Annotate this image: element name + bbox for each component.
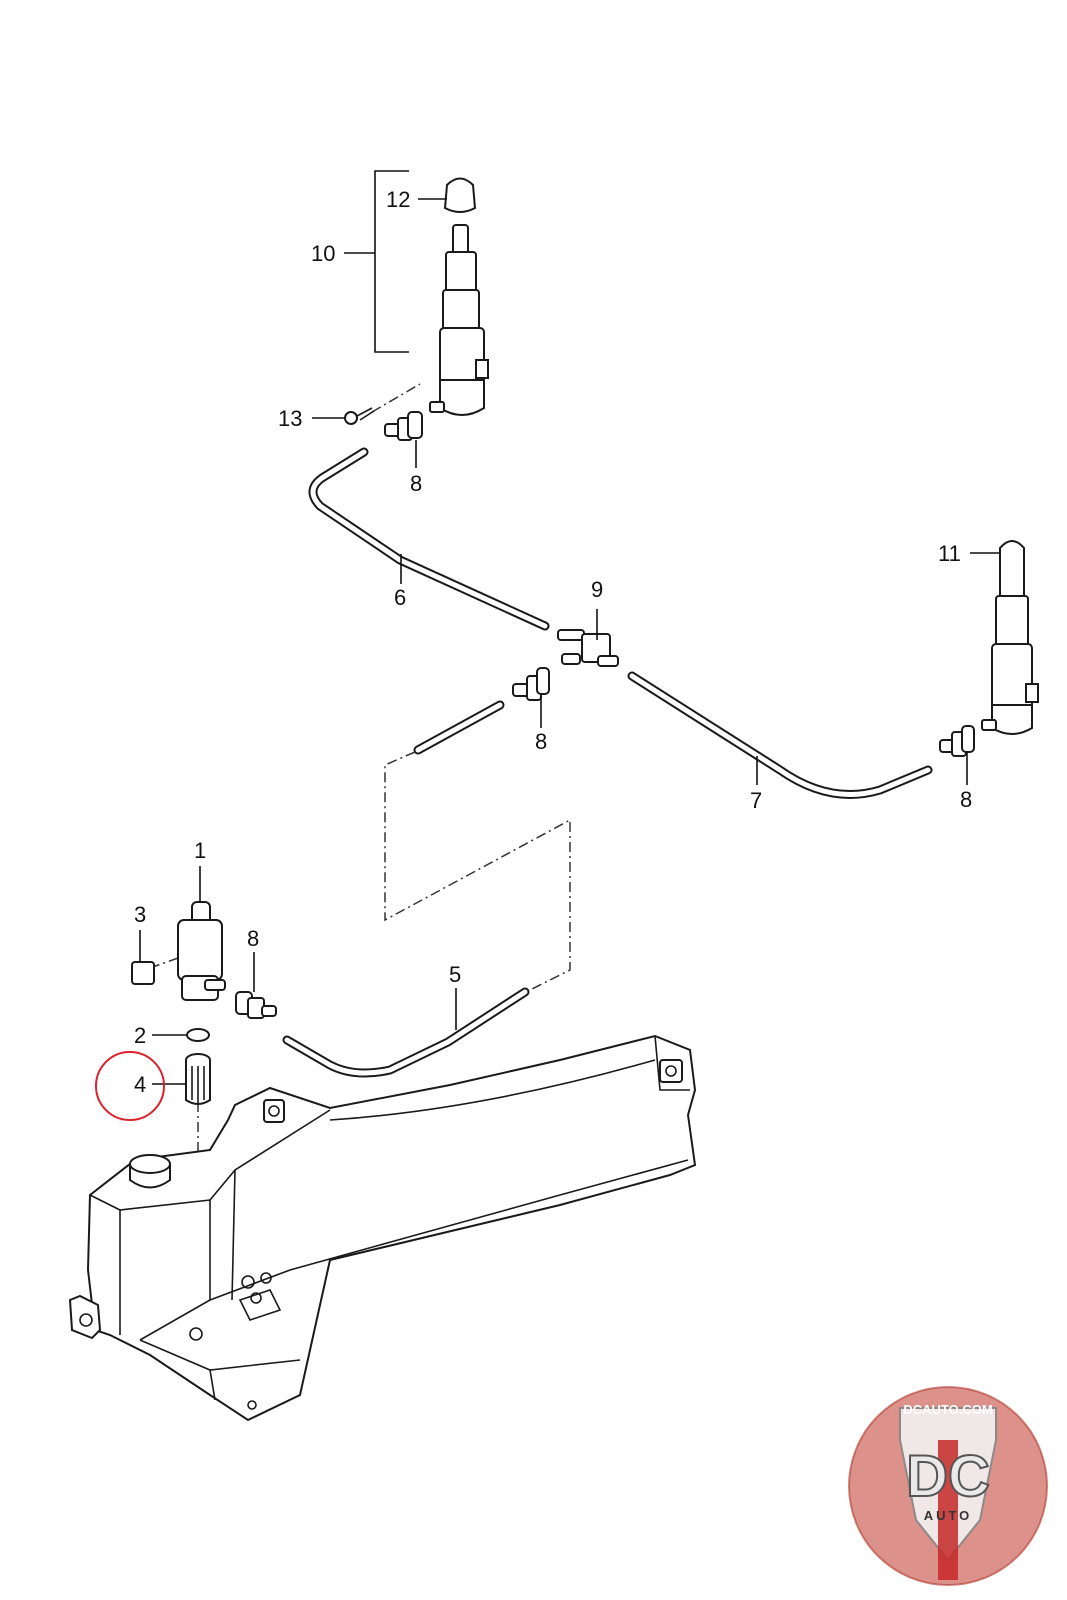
pump-1 (177, 901, 226, 1001)
seal-ring-2 (186, 1028, 210, 1042)
callout-8-right: 8 (960, 787, 972, 812)
nipple-8-middle (512, 667, 550, 701)
t-piece-9 (557, 629, 619, 667)
callout-6: 6 (394, 585, 406, 610)
callout-3: 3 (134, 902, 146, 927)
logo-dc-letters: DC (906, 1444, 990, 1509)
callout-4: 4 (134, 1072, 146, 1097)
washer-reservoir (68, 1034, 697, 1422)
hose-5 (282, 987, 530, 1078)
filter-4 (185, 1053, 211, 1105)
callout-13: 13 (278, 406, 302, 431)
cap-12 (443, 177, 477, 213)
callout-2: 2 (134, 1023, 146, 1048)
callout-4-highlight-ring (95, 1051, 165, 1121)
nipple-8-right (939, 725, 975, 757)
clip-3 (131, 961, 155, 985)
assembly-dashline-hose (384, 751, 571, 991)
washer-nozzle-left (429, 224, 489, 416)
nipple-8-top (384, 411, 423, 441)
callout-7: 7 (750, 788, 762, 813)
callout-8-middle: 8 (535, 729, 547, 754)
assembly-dashline-bolt (371, 383, 421, 413)
callout-12: 12 (386, 187, 410, 212)
dcauto-logo: DCAUTO.COM DC AUTO (848, 1386, 1048, 1586)
callout-8-top: 8 (410, 471, 422, 496)
callout-1: 1 (194, 838, 206, 863)
callout-11: 11 (938, 541, 961, 566)
logo-bottom-text: AUTO (924, 1508, 973, 1523)
hose-6 (308, 447, 550, 631)
callout-8-pump: 8 (247, 926, 259, 951)
hose-short (413, 700, 505, 755)
callout-9: 9 (591, 577, 603, 602)
washer-nozzle-right (981, 540, 1039, 735)
callout-10: 10 (311, 241, 335, 266)
logo-top-text: DCAUTO.COM (903, 1402, 992, 1417)
screw-13 (344, 407, 375, 425)
hose-7 (627, 671, 933, 799)
nipple-8-pump (235, 991, 277, 1019)
callout-5: 5 (449, 962, 461, 987)
bracket-10 (374, 170, 409, 353)
